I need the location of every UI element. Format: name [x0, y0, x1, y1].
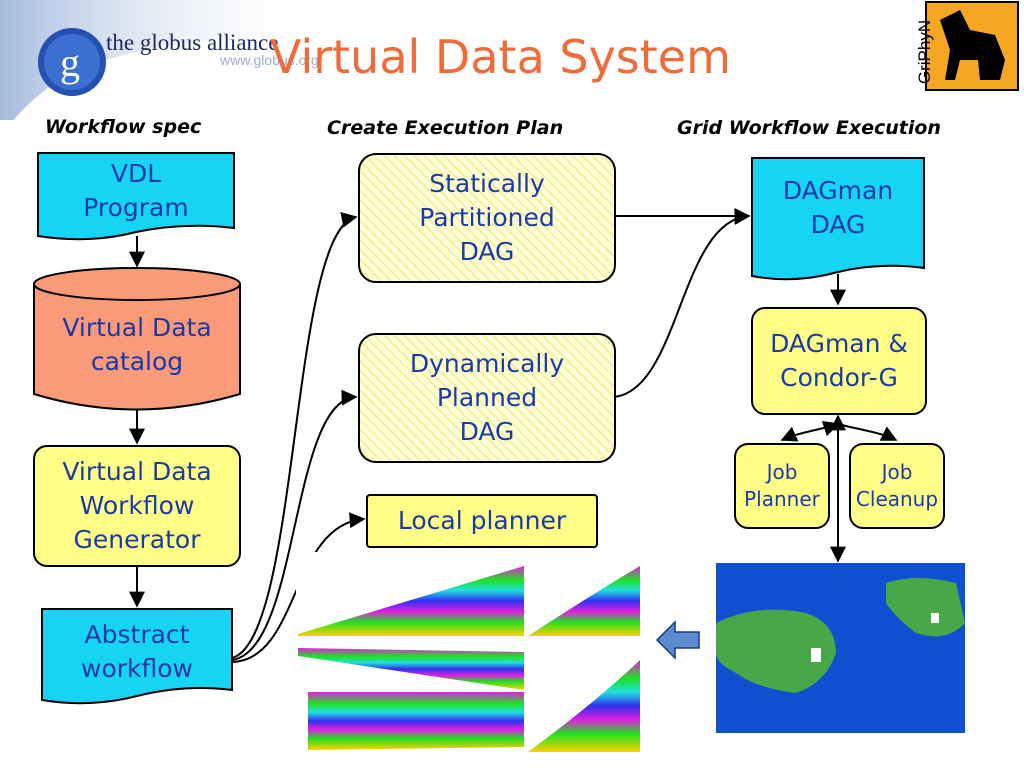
virtual-data-catalog-node: Virtual Data catalog — [34, 305, 240, 385]
vdl-program-line-2: Program — [83, 193, 189, 222]
stacked-chart-image — [296, 552, 642, 764]
catalog-line-1: Virtual Data — [62, 313, 212, 342]
globus-logo: g — [0, 0, 330, 140]
static-dag-line-2: Partitioned — [419, 203, 555, 232]
vdl-program-shape — [37, 152, 235, 241]
job-cleanup-line-2: Cleanup — [855, 487, 939, 511]
abstract-workflow-shape — [41, 608, 233, 705]
static-dag-line-3: DAG — [459, 237, 515, 266]
column-header-create-plan: Create Execution Plan — [327, 117, 564, 139]
job-planner-label: Job Planner — [744, 459, 820, 513]
job-cleanup-line-1: Job — [881, 460, 913, 484]
dagman-condor-line-2: Condor-G — [780, 363, 898, 392]
dagman-condor-line-1: DAGman & — [770, 329, 908, 358]
griphyn-logo — [900, 0, 1024, 92]
workflow-generator-node: Virtual Data Workflow Generator — [33, 445, 241, 567]
dynamic-dag-node: Dynamically Planned DAG — [358, 333, 616, 463]
job-planner-line-1: Job — [766, 460, 798, 484]
job-planner-node: Job Planner — [734, 443, 830, 529]
catalog-shape — [33, 267, 241, 411]
job-cleanup-node: Job Cleanup — [849, 443, 945, 529]
static-dag-label: Statically Partitioned DAG — [419, 167, 554, 269]
dynamic-dag-line-1: Dynamically — [409, 349, 565, 378]
abstract-workflow-label: Abstract workflow — [81, 618, 193, 686]
workflow-generator-label: Virtual Data Workflow Generator — [62, 455, 211, 557]
catalog-label: Virtual Data catalog — [62, 311, 211, 379]
workflow-generator-line-1: Virtual Data — [62, 457, 212, 486]
static-dag-line-1: Statically — [429, 169, 545, 198]
dagman-dag-line-1: DAGman — [782, 176, 894, 205]
left-arrow-icon — [655, 620, 701, 660]
column-header-workflow-spec: Workflow spec — [45, 116, 202, 138]
local-planner-label: Local planner — [397, 506, 567, 535]
static-dag-node: Statically Partitioned DAG — [358, 153, 616, 283]
vdl-program-node: VDL Program — [38, 155, 234, 227]
dagman-condor-label: DAGman & Condor-G — [770, 327, 908, 395]
job-cleanup-label: Job Cleanup — [856, 459, 938, 513]
column-header-grid-exec: Grid Workflow Execution — [677, 117, 941, 139]
dynamic-dag-line-2: Planned — [436, 383, 538, 412]
map-image — [716, 563, 965, 733]
dynamic-dag-line-3: DAG — [459, 417, 515, 446]
abstract-workflow-line-1: Abstract — [84, 620, 190, 649]
dagman-dag-shape — [751, 157, 925, 281]
workflow-generator-line-3: Generator — [73, 525, 201, 554]
dynamic-dag-label: Dynamically Planned DAG — [410, 347, 564, 449]
vdl-program-line-1: VDL — [110, 159, 162, 188]
page-title: Virtual Data System — [270, 30, 731, 84]
local-planner-node: Local planner — [366, 494, 598, 548]
abstract-workflow-node: Abstract workflow — [42, 612, 232, 692]
globus-logo-text: the globus alliance — [106, 30, 279, 55]
catalog-line-2: catalog — [90, 347, 184, 376]
globus-logo-url: www.globus.org — [220, 52, 319, 68]
dagman-dag-label: DAGman DAG — [783, 174, 893, 242]
globus-logo-icon: g — [0, 0, 330, 140]
griphyn-logo-icon — [925, 1, 1019, 91]
dagman-dag-line-2: DAG — [810, 210, 866, 239]
dagman-condor-node: DAGman & Condor-G — [751, 307, 927, 415]
job-planner-line-2: Planner — [744, 487, 820, 511]
vdl-program-label: VDL Program — [83, 157, 188, 225]
svg-text:g: g — [60, 40, 80, 85]
dagman-dag-node: DAGman DAG — [752, 168, 924, 248]
abstract-workflow-line-2: workflow — [81, 654, 193, 683]
workflow-generator-line-2: Workflow — [79, 491, 195, 520]
